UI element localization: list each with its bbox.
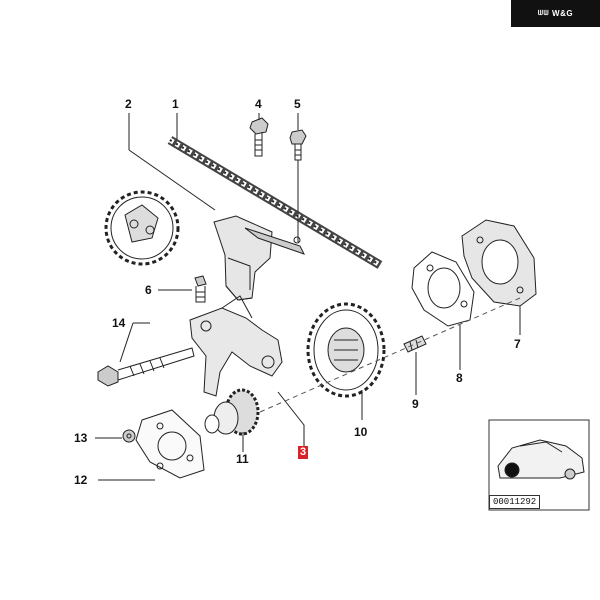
crank-sprocket [306, 302, 386, 398]
cover-gasket [411, 251, 475, 327]
nut-13 [122, 429, 136, 443]
callout-8: 8 [456, 371, 463, 385]
callout-12: 12 [74, 473, 88, 487]
bolt-5 [289, 129, 307, 161]
callout-9: 9 [412, 397, 419, 411]
leader-lines [95, 113, 521, 481]
drive-gear [204, 388, 260, 436]
callout-10: 10 [354, 425, 368, 439]
bolt-14 [97, 347, 195, 387]
gasket [135, 409, 205, 479]
chain-tensioner-rail [213, 215, 305, 301]
camshaft-sprocket [104, 190, 180, 266]
brand-label: W&G [552, 9, 574, 18]
mounting-bracket [189, 295, 283, 397]
bolt-6 [194, 275, 207, 303]
callout-14: 14 [112, 316, 126, 330]
stud-9 [403, 335, 427, 353]
brand-badge: ᗯᗯ W&G [511, 0, 600, 27]
callout-7: 7 [514, 337, 521, 351]
bolt-4 [249, 117, 269, 157]
callout-3: 3 [298, 446, 309, 459]
timing-cover [461, 219, 537, 307]
callout-11: 11 [236, 452, 249, 466]
callout-1: 1 [172, 97, 179, 111]
callout-13: 13 [74, 431, 88, 445]
callout-6: 6 [145, 283, 152, 297]
inset-diagram-code: 00011292 [489, 495, 541, 509]
callout-4: 4 [255, 97, 262, 111]
timing-chain [167, 136, 383, 269]
callout-5: 5 [294, 97, 301, 111]
ww-logo-icon: ᗯᗯ [537, 9, 550, 17]
callout-2: 2 [125, 97, 132, 111]
